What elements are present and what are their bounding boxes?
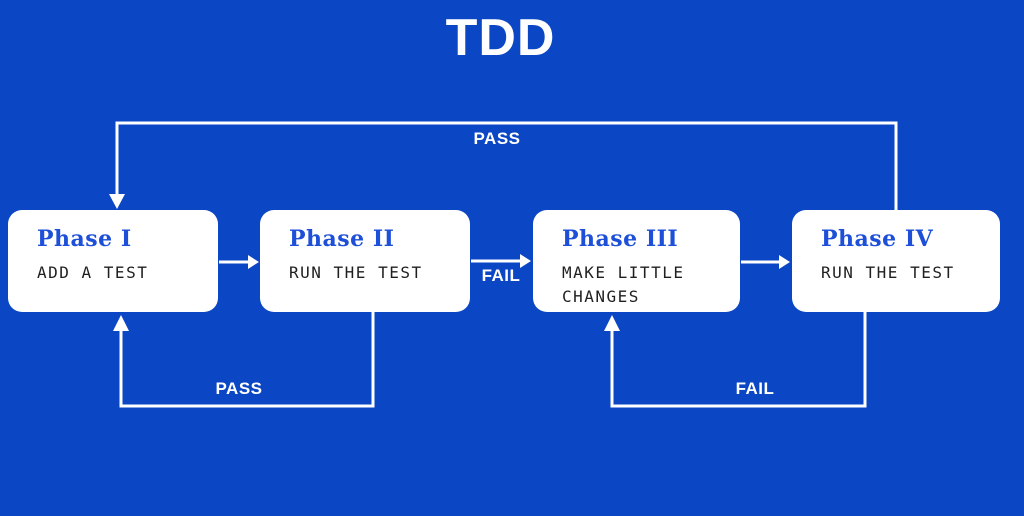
arrow-fail-bottom xyxy=(610,311,867,408)
phase-2-card: Phase II RUN THE TEST xyxy=(260,210,470,312)
arrow-pass-bottom xyxy=(119,311,375,408)
phase-3-title: Phase III xyxy=(562,226,679,252)
edge-label-pass-top: PASS xyxy=(473,129,521,148)
phase-1-body: ADD A TEST xyxy=(37,263,149,283)
phase-2-body: RUN THE TEST xyxy=(289,263,423,283)
phase-4-title: Phase IV xyxy=(821,226,934,252)
phase-1-card: Phase I ADD A TEST xyxy=(8,210,218,312)
phase-4-body: RUN THE TEST xyxy=(821,263,955,283)
phase-2-title: Phase II xyxy=(289,226,395,252)
phase-4-card: Phase IV RUN THE TEST xyxy=(792,210,1000,312)
arrowhead-pass-bottom xyxy=(113,315,129,331)
arrowhead-fail-bottom xyxy=(604,315,620,331)
arrowhead-phase1-to-phase2 xyxy=(248,255,259,269)
phase-3-card: Phase III MAKE LITTLE CHANGES xyxy=(533,210,740,312)
phase-1-title: Phase I xyxy=(37,226,132,252)
arrowhead-pass-top xyxy=(109,194,125,209)
diagram-title: TDD xyxy=(445,9,556,67)
edge-label-fail-mid: FAIL xyxy=(481,266,521,285)
edge-label-fail-bottom: FAIL xyxy=(735,379,775,398)
arrowhead-fail-mid xyxy=(520,254,531,268)
arrow-pass-top xyxy=(115,121,898,211)
edge-label-pass-bottom: PASS xyxy=(215,379,263,398)
arrowhead-phase3-to-phase4 xyxy=(779,255,790,269)
phase-3-body: MAKE LITTLE CHANGES xyxy=(562,263,685,306)
